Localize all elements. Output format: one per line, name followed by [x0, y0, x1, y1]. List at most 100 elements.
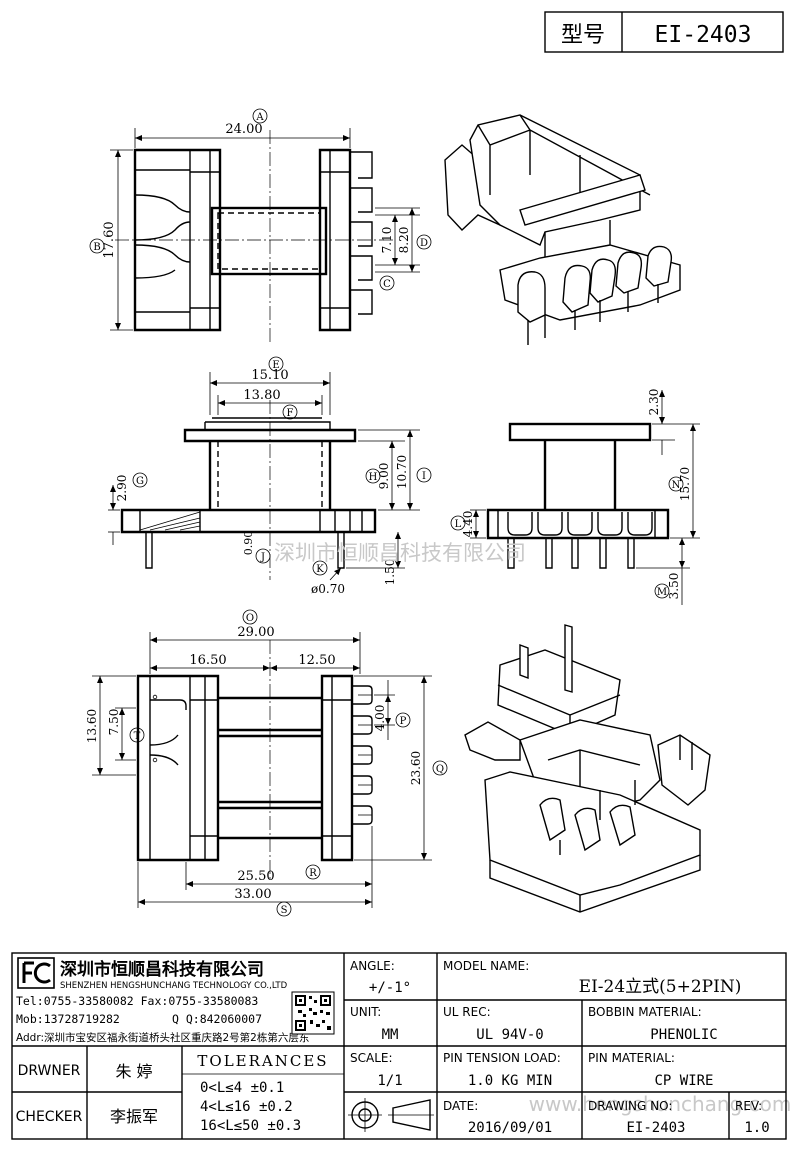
tolerance-row-3: 16<L≤50 ±0.3 [200, 1118, 301, 1134]
company-logo [17, 957, 55, 989]
callout-r: R [305, 864, 321, 880]
rev-label: REV: [735, 1099, 762, 1113]
callout-q: Q [432, 760, 448, 776]
callout-m: M [654, 583, 670, 599]
rev-value: 1.0 [744, 1120, 769, 1136]
svg-text:I: I [422, 471, 426, 482]
dim-4-40: 4.40 [461, 511, 475, 538]
dim-4-00: 4.00 [373, 705, 387, 732]
top-view: 24.00 17.60 7.10 8.20 [102, 122, 420, 345]
svg-text:G: G [136, 476, 144, 487]
callout-f: F [282, 404, 298, 420]
dim-15-70: 15.70 [678, 467, 692, 501]
company-name-cn: 深圳市恒顺昌科技有限公司 [60, 959, 264, 980]
svg-text:Q: Q [436, 764, 444, 775]
qr-code [291, 991, 335, 1035]
svg-text:A: A [255, 112, 264, 123]
svg-text:J: J [260, 552, 265, 563]
dim-24-00: 24.00 [225, 122, 262, 137]
dim-2-90: 2.90 [115, 475, 129, 502]
callout-j: J [255, 548, 271, 564]
angle-label: ANGLE: [350, 959, 395, 973]
pin-material-label: PIN MATERIAL: [588, 1051, 675, 1065]
scale-value: 1/1 [377, 1073, 402, 1089]
callout-i: I [416, 467, 432, 483]
dim-10-70: 10.70 [395, 455, 409, 489]
angle-value: +/-1° [369, 980, 411, 996]
tolerances-label: TOLERANCES [197, 1052, 328, 1070]
unit-label: UNIT: [350, 1005, 381, 1019]
dim-2-30: 2.30 [647, 389, 661, 416]
callouts: A B C D E F G H I J K L M N O P Q R S T [89, 108, 684, 917]
svg-text:K: K [316, 564, 324, 575]
checker-label: CHECKER [16, 1109, 83, 1125]
callout-k: K [312, 560, 328, 576]
callout-s: S [276, 901, 292, 917]
dim-7-10: 7.10 [380, 227, 394, 254]
company-tel: Tel:0755-33580082 Fax:0755-33580083 [16, 994, 258, 1008]
bobbin-material-value: PHENOLIC [650, 1027, 717, 1043]
ul-rec-label: UL REC: [443, 1005, 491, 1019]
pin-tension-value: 1.0 KG MIN [468, 1073, 552, 1089]
checker-name: 李振军 [110, 1107, 158, 1126]
watermark: 深圳市恒顺昌科技有限公司 [274, 541, 526, 565]
front-view: 15.10 13.80 9.00 10.70 2.90 0.90 1.50 ø0… [108, 368, 420, 596]
model-value: EI-2403 [655, 22, 752, 48]
callout-d: D [416, 234, 432, 250]
callout-n: N [668, 476, 684, 492]
model-label: 型号 [561, 23, 605, 48]
unit-value: MM [382, 1027, 399, 1043]
dim-23-60: 23.60 [409, 751, 423, 785]
dim-3-50: 3.50 [667, 573, 681, 600]
callout-o: O [242, 609, 258, 625]
date-value: 2016/09/01 [468, 1120, 552, 1136]
isometric-top [444, 114, 681, 345]
projection-symbol-icon [348, 1098, 434, 1132]
dim-15-10: 15.10 [251, 368, 288, 383]
date-label: DATE: [443, 1099, 478, 1113]
dim-0-90: 0.90 [242, 531, 255, 556]
svg-text:C: C [383, 279, 391, 290]
dim-1-50: 1.50 [383, 559, 397, 586]
model-name-label: MODEL NAME: [443, 959, 529, 973]
svg-text:H: H [369, 472, 378, 483]
svg-text:M: M [657, 587, 667, 598]
dim-13-60: 13.60 [85, 709, 99, 743]
dim-17-60: 17.60 [102, 221, 117, 258]
svg-text:O: O [246, 613, 254, 624]
model-name-value: EI-24立式(5+2PIN) [579, 977, 742, 997]
drawing-no-label: DRAWING NO: [588, 1099, 672, 1113]
dim-29-00: 29.00 [237, 625, 274, 640]
dim-13-80: 13.80 [243, 388, 280, 403]
svg-text:L: L [455, 519, 462, 530]
ul-rec-value: UL 94V-0 [476, 1027, 543, 1043]
drawer-label: DRWNER [18, 1063, 81, 1079]
company-address: Addr:深圳市宝安区福永街道桥头社区重庆路2号第2栋第六层东 [16, 1031, 309, 1044]
svg-text:S: S [281, 905, 288, 916]
callout-g: G [132, 472, 148, 488]
company-mob: Mob:13728719282 [16, 1012, 120, 1026]
tolerance-row-1: 0<L≤4 ±0.1 [200, 1080, 284, 1096]
scale-label: SCALE: [350, 1051, 393, 1065]
dim-pin-diameter: ø0.70 [311, 582, 345, 596]
svg-text:F: F [287, 408, 294, 419]
pin-material-value: CP WIRE [654, 1073, 713, 1089]
svg-text:P: P [400, 716, 407, 727]
company-qq: Q Q:842060007 [172, 1012, 262, 1026]
callout-l: L [450, 515, 466, 531]
callout-t: T [129, 727, 145, 743]
dim-25-50: 25.50 [237, 869, 274, 884]
callout-a: A [252, 108, 268, 124]
callout-c: C [379, 275, 395, 291]
dim-8-20: 8.20 [397, 227, 411, 254]
isometric-exploded [464, 624, 711, 913]
watermark-url: www.hengshunchang.com [529, 1092, 792, 1116]
title-block: 深圳市恒顺昌科技有限公司 SHENZHEN HENGSHUNCHANG TECH… [11, 952, 787, 1140]
model-header: 型号 EI-2403 [544, 11, 784, 53]
callout-h: H [365, 468, 381, 484]
svg-text:D: D [420, 238, 428, 249]
dim-7-50: 7.50 [107, 709, 121, 736]
callout-e: E [268, 356, 284, 372]
dim-33-00: 33.00 [234, 887, 271, 902]
